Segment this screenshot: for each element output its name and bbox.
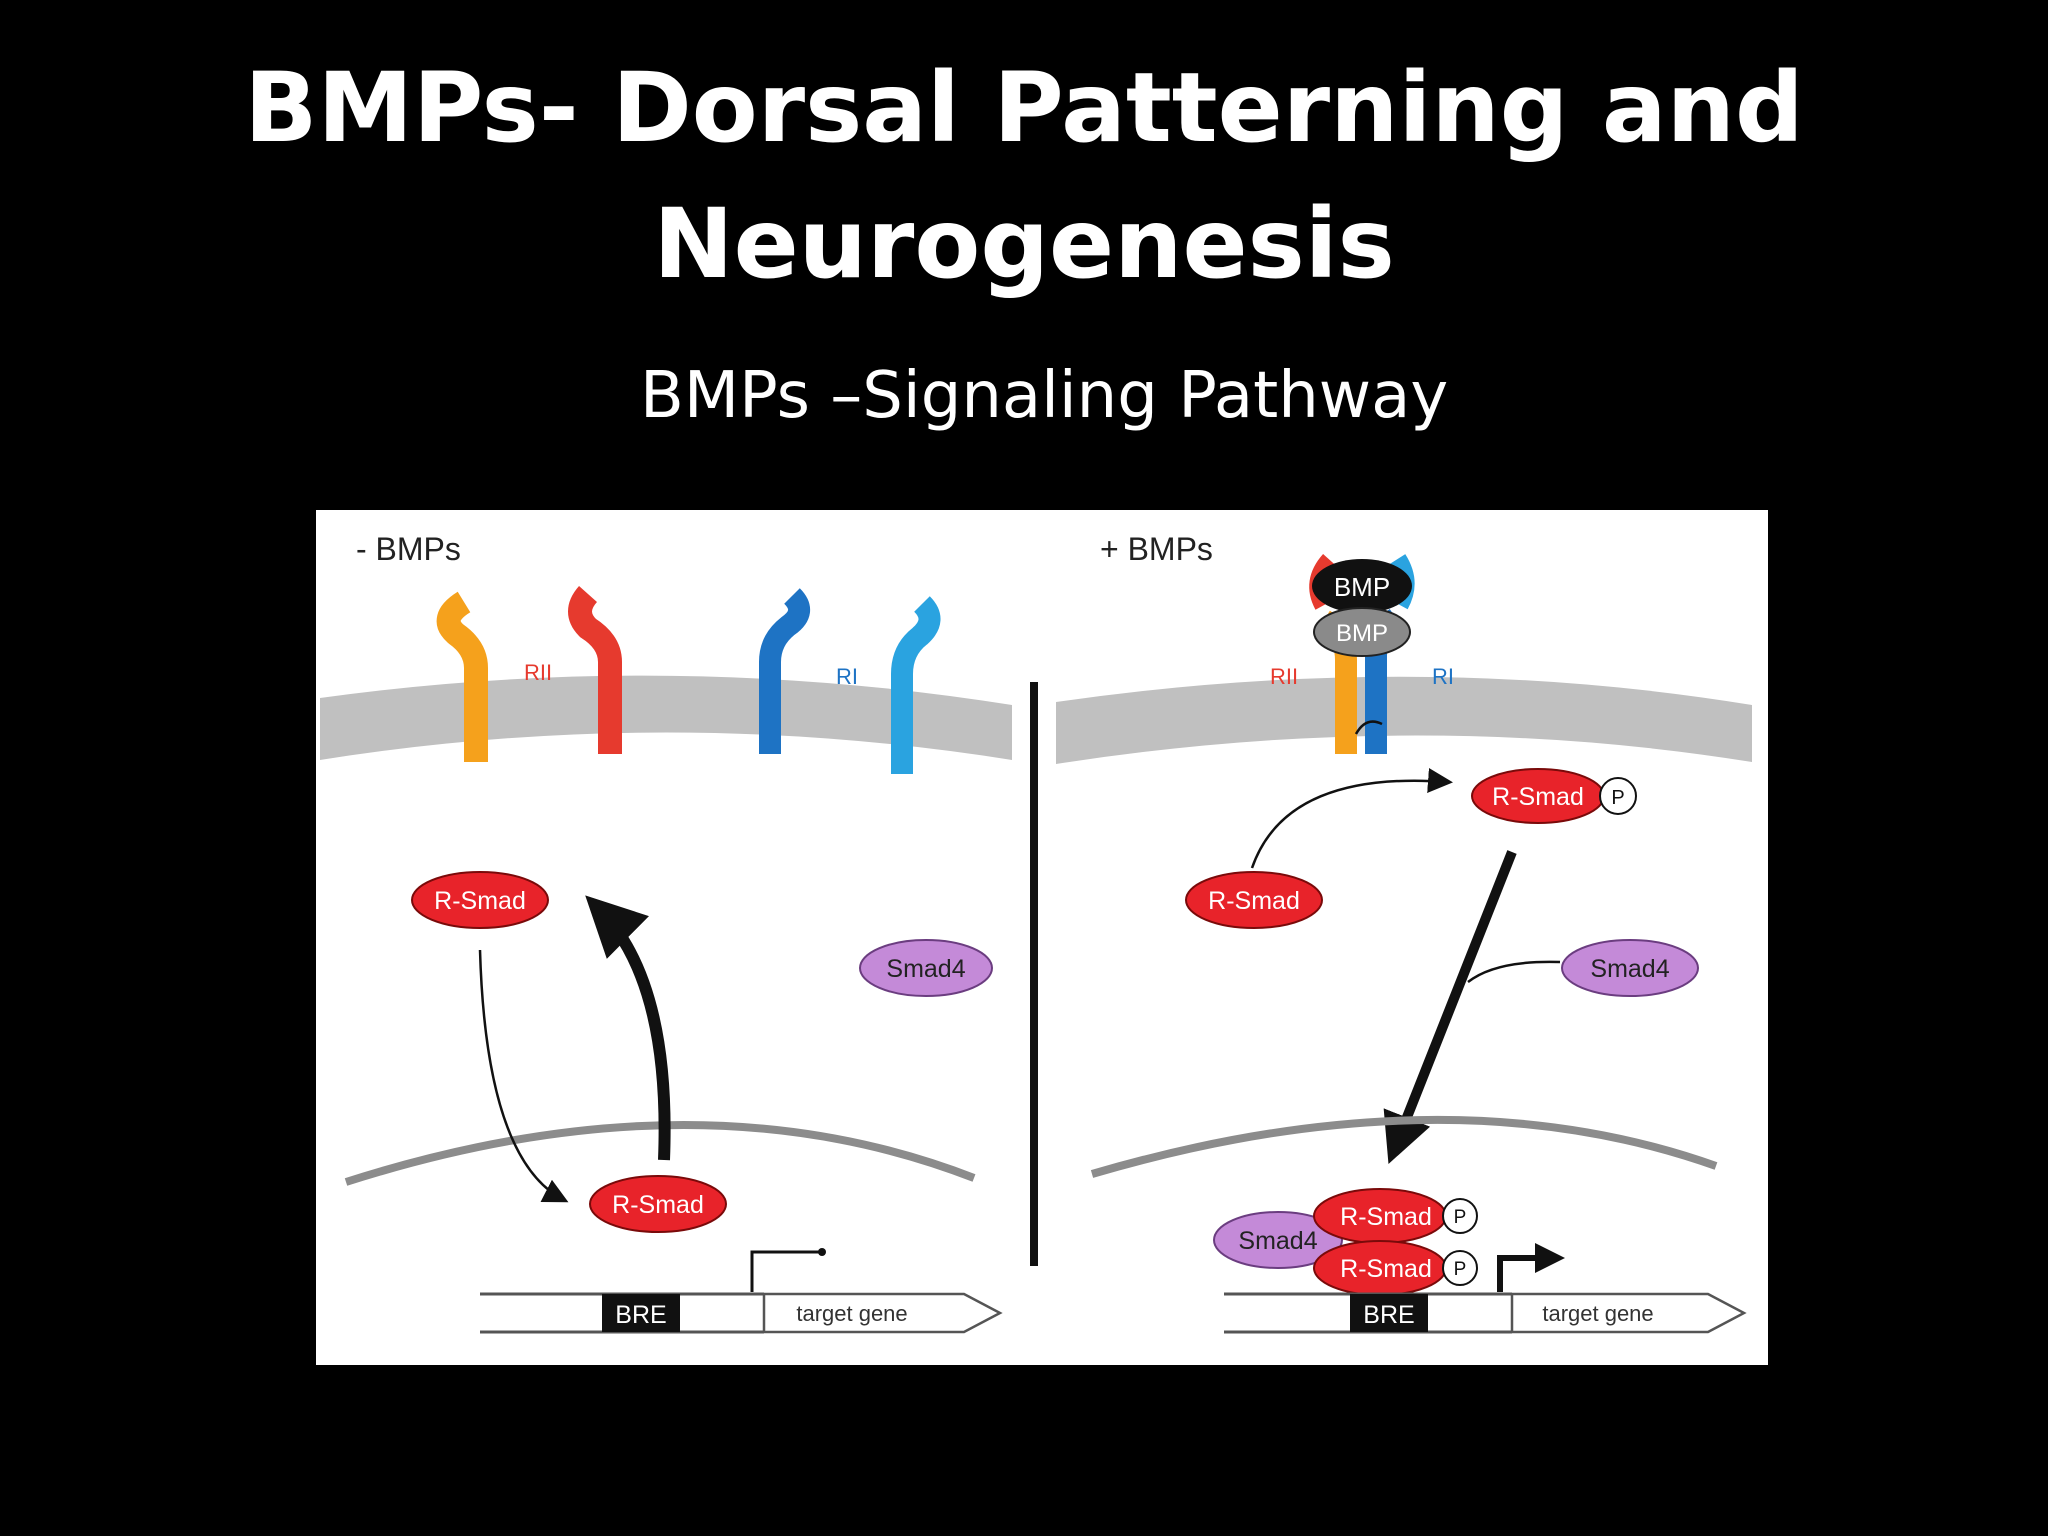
left-r-smad-cytoplasm-label: R-Smad	[434, 887, 526, 915]
right-complex-r-smad-1-label: R-Smad	[1340, 1203, 1432, 1231]
left-r-smad-nucleus	[589, 1175, 727, 1233]
left-label-rii: RII	[524, 660, 552, 685]
left-smad4-label: Smad4	[886, 955, 965, 983]
right-smad4	[1561, 939, 1699, 997]
left-cell-membrane	[320, 675, 1012, 760]
right-complex-p2	[1442, 1250, 1478, 1286]
left-target-gene-arrow	[762, 1292, 1003, 1334]
right-label-ri: RI	[1432, 664, 1454, 689]
left-smad4	[859, 939, 993, 997]
right-bmp-top-label: BMP	[1334, 572, 1390, 602]
left-label-ri: RI	[836, 664, 858, 689]
right-r-smad-phospho-label: R-Smad	[1492, 783, 1584, 811]
left-receptor-rii-red	[568, 586, 622, 754]
left-r-smad-nucleus-label: R-Smad	[612, 1191, 704, 1219]
left-target-gene-label: target gene	[796, 1301, 907, 1326]
right-target-gene-arrow	[1510, 1292, 1747, 1334]
right-bre-label: BRE	[1363, 1301, 1414, 1329]
right-smad4-label: Smad4	[1590, 955, 1669, 983]
right-complex-p1-label: P	[1454, 1207, 1467, 1228]
right-panel-header: + BMPs	[1100, 531, 1213, 567]
right-bmp-ligand-top	[1312, 559, 1412, 613]
slide-title-line-2: Neurogenesis	[653, 188, 1395, 300]
right-complex-p2-label: P	[1454, 1259, 1467, 1280]
left-receptor-rii-orange	[436, 591, 488, 762]
left-receptor-ri-light-blue	[891, 596, 941, 774]
right-target-gene-label: target gene	[1542, 1301, 1653, 1326]
left-import-arrow	[478, 949, 569, 1203]
right-r-smad-cytoplasm	[1185, 871, 1323, 929]
left-bre-label: BRE	[615, 1301, 666, 1329]
left-transcription-start-tip	[818, 1248, 826, 1256]
left-receptor-ri-dark-blue	[759, 588, 810, 754]
right-phospho-p	[1599, 777, 1637, 815]
right-complex-smad4-label: Smad4	[1238, 1227, 1317, 1255]
left-r-smad-cytoplasm	[411, 871, 549, 929]
right-panel: + BMPs BMP BMP RII RI R-Smad P R-Smad Sm…	[1056, 531, 1752, 1334]
bmp-signaling-diagram: - BMPs RII RI R-Smad Smad4 R-Smad BRE ta…	[316, 510, 1768, 1365]
right-transcription-start	[1497, 1243, 1565, 1292]
left-panel-header: - BMPs	[356, 531, 461, 567]
right-r-smad-cytoplasm-label: R-Smad	[1208, 887, 1300, 915]
right-complex-p1	[1442, 1198, 1478, 1234]
right-label-rii: RII	[1270, 664, 1298, 689]
left-transcription-start	[750, 1250, 820, 1292]
right-phosphorylation-curl	[1354, 720, 1383, 735]
right-complex-r-smad-2-label: R-Smad	[1340, 1255, 1432, 1283]
right-bmp-bottom-label: BMP	[1336, 620, 1388, 647]
right-phospho-p-label: P	[1611, 787, 1624, 809]
right-bmp-ligand-bottom	[1313, 607, 1411, 657]
left-bre-box	[602, 1294, 680, 1332]
right-complex-smad4	[1213, 1211, 1343, 1269]
right-activation-arrow	[1250, 768, 1453, 869]
right-nuclear-membrane	[1090, 1115, 1718, 1178]
right-smad4-join-line	[1467, 960, 1561, 983]
left-export-arrow	[585, 895, 671, 1161]
slide-title-line-1: BMPs- Dorsal Patterning and	[244, 52, 1804, 164]
right-bre-box	[1350, 1294, 1428, 1332]
slide-subtitle: BMPs –Signaling Pathway	[640, 359, 1449, 433]
right-nuclear-import-arrow	[1383, 850, 1517, 1164]
left-panel: - BMPs RII RI R-Smad Smad4 R-Smad BRE ta…	[320, 531, 1012, 1334]
right-cell-membrane	[1056, 676, 1752, 764]
slide-title: BMPs- Dorsal Patterning and Neurogenesis	[0, 40, 2048, 312]
left-nuclear-membrane	[344, 1121, 976, 1186]
